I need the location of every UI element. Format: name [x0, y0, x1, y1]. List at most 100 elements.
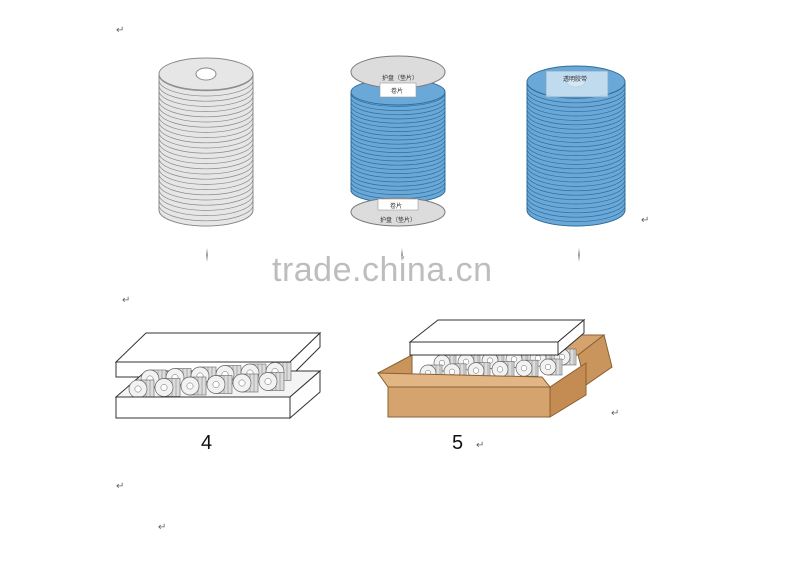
grey-disc-stack-figure: [158, 57, 254, 227]
disc-edge-line: [158, 100, 254, 118]
transparent-tape-label: 透明胶带: [563, 75, 587, 83]
disc-edge-line: [158, 168, 254, 185]
carton-white-lid: [408, 318, 586, 357]
paragraph-mark: ↵: [476, 440, 485, 451]
disc-edge-line: [350, 160, 446, 174]
disc-edge-line: [350, 135, 446, 149]
disc-edge-line: [158, 131, 254, 149]
disc-edge-line: [158, 178, 254, 196]
disc-edge-line: [350, 105, 446, 120]
core-label-tag-bottom: [377, 198, 419, 211]
disc-edge-line: [158, 173, 254, 190]
disc-edge-line: [526, 161, 626, 178]
core-label-tag-top: [379, 82, 417, 98]
paragraph-mark: ↵: [641, 215, 650, 226]
disc-edge-line: [158, 157, 254, 175]
disc-edge-line: [158, 142, 254, 159]
disc-edge-line: [158, 204, 254, 222]
disc-edge-line: [526, 95, 626, 112]
carton-side: [549, 362, 587, 418]
roll: [232, 373, 259, 393]
disc-edge-line: [350, 181, 446, 195]
disc-edge-line: [158, 152, 254, 170]
paragraph-mark: ↵: [158, 522, 167, 533]
disc-edge-line: [158, 189, 254, 206]
cropped-label-mark: [206, 248, 208, 262]
disc-edge-line: [526, 86, 626, 104]
roll: [515, 359, 539, 377]
disc-edge-line: [526, 157, 626, 174]
disc-edge-line: [526, 170, 626, 187]
box-base-side: [289, 369, 321, 420]
disc-edge-line: [158, 199, 254, 216]
disc-edge-line: [526, 179, 626, 196]
protective-disc-label-top: 护盘（垫片）: [382, 74, 418, 82]
disc-edge-line: [526, 130, 626, 148]
disc-edge-line: [526, 183, 626, 200]
roll: [539, 358, 563, 376]
carton-front: [387, 386, 551, 418]
disc-edge-line: [158, 74, 254, 92]
carton-front-flap: [377, 372, 552, 388]
disc-edge-line: [526, 135, 626, 152]
disc-edge-line: [526, 205, 626, 222]
roll: [258, 372, 285, 391]
disc-edge-line: [158, 147, 254, 164]
disc-edge-line: [526, 152, 626, 170]
disc-edge-line: [158, 194, 254, 211]
disc-edge-line: [350, 143, 446, 158]
disc-edge-line: [526, 99, 626, 117]
core-label-top: 卷片: [391, 87, 403, 95]
disc-edge-line: [350, 114, 446, 128]
disc-edge-line: [158, 137, 254, 154]
disc-edge-line: [350, 110, 446, 124]
disc-edge-line: [158, 79, 254, 97]
disc-edge-line: [526, 113, 626, 130]
disc-edge-line: [350, 101, 446, 116]
disc-edge-line: [526, 121, 626, 139]
disc-edge-line: [350, 126, 446, 141]
disc-edge-line: [526, 165, 626, 183]
disc-edge-line: [158, 95, 254, 112]
roll: [154, 378, 181, 397]
box-base-front: [115, 396, 291, 419]
disc-edge-line: [158, 121, 254, 138]
disc-edge-line: [526, 143, 626, 161]
white-box-packaging-figure: [114, 331, 322, 420]
paragraph-mark: ↵: [116, 481, 125, 492]
packed-rolls: [128, 362, 292, 399]
disc-edge-line: [350, 122, 446, 137]
disc-edge-line: [158, 183, 254, 201]
disc-edge-line: [526, 104, 626, 121]
disc-edge-line: [350, 173, 446, 187]
roll: [491, 361, 515, 378]
disc-edge-line: [526, 91, 626, 108]
roll: [467, 362, 491, 379]
disc-edge-line: [350, 131, 446, 145]
disc-edge-line: [158, 90, 254, 107]
roll: [128, 379, 155, 399]
disc-edge-line: [158, 126, 254, 144]
cropped-label-mark: [401, 248, 403, 262]
blue-roll-with-protective-discs-figure: 护盘（垫片） 卷片 卷片 护盘（垫片）: [350, 55, 446, 227]
roll: [206, 375, 233, 394]
disc-edge-line: [158, 105, 254, 123]
disc-edge-line: [526, 187, 626, 205]
disc-edge-line: [350, 147, 446, 162]
paragraph-mark: ↵: [122, 295, 131, 306]
paragraph-mark: ↵: [611, 408, 620, 419]
step-label-5: 5: [452, 432, 464, 454]
disc-edge-line: [526, 108, 626, 126]
roll: [180, 376, 207, 396]
watermark: trade.china.cn: [272, 251, 493, 289]
disc-edge-line: [350, 97, 446, 111]
disc-edge-line: [526, 148, 626, 165]
paragraph-mark: ↵: [116, 25, 125, 36]
transparent-tape: [545, 70, 609, 98]
carton-packaging-figure: [377, 318, 613, 418]
disc-edge-line: [158, 163, 254, 180]
disc-edge-line: [526, 174, 626, 192]
disc-edge-line: [350, 93, 446, 107]
bottom-protective-disc: [350, 197, 446, 227]
